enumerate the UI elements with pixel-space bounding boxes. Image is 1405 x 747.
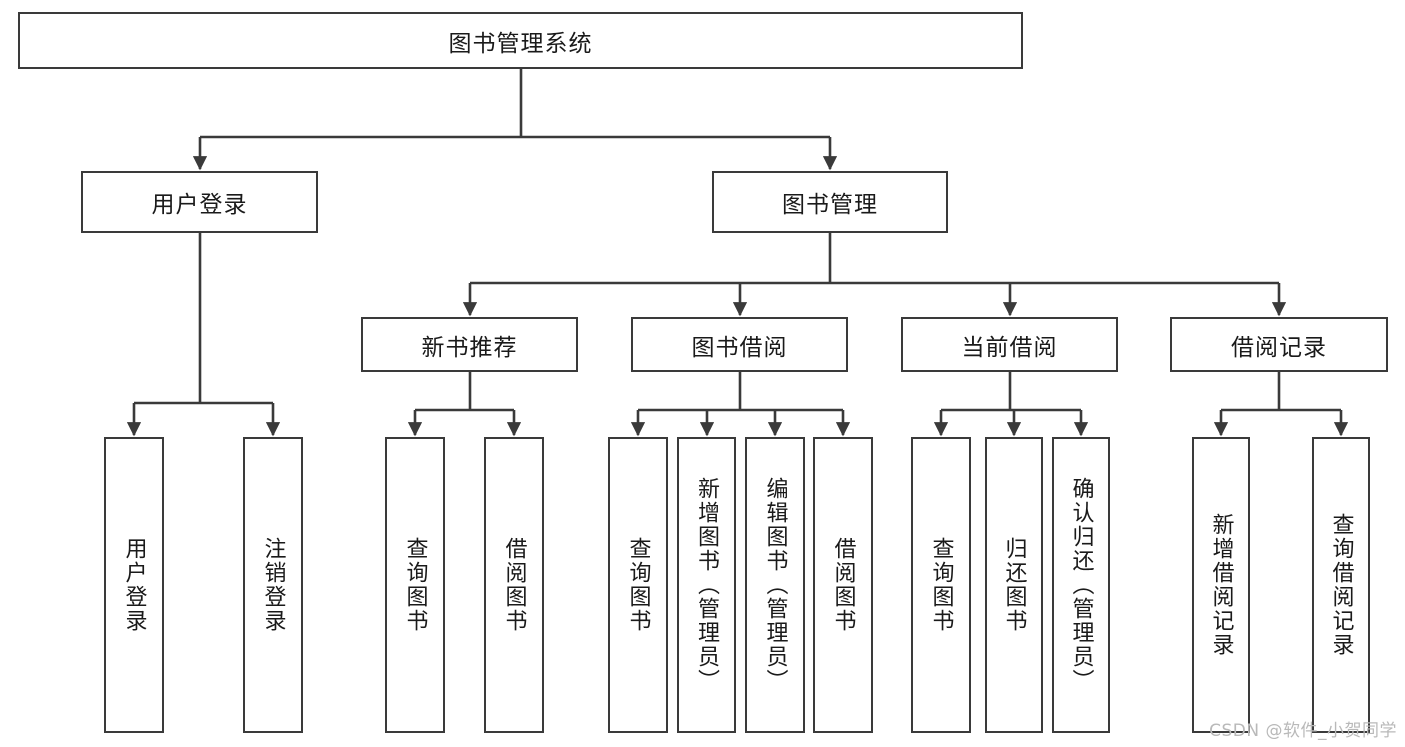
connector-bus-book_manage: [470, 233, 1279, 285]
node-label: 借阅图书: [501, 537, 527, 633]
diagram-node-leaf_add_book[interactable]: 新增图书（管理员）: [677, 437, 736, 733]
node-label: 借阅记录: [1231, 334, 1327, 361]
node-label: 图书管理: [782, 192, 878, 218]
node-label: 新书推荐: [421, 334, 518, 361]
diagram-node-leaf_edit_book[interactable]: 编辑图书（管理员）: [745, 437, 805, 733]
node-label: 图书借阅: [691, 334, 788, 361]
diagram-node-borrow_record[interactable]: 借阅记录: [1170, 317, 1388, 372]
connector-bus-root: [200, 69, 830, 139]
diagram-node-leaf_query_book_b[interactable]: 查询图书: [608, 437, 668, 733]
connector-bus-user_login: [134, 233, 273, 405]
diagram-node-leaf_return_book[interactable]: 归还图书: [985, 437, 1043, 733]
node-label: 查询借阅记录: [1328, 513, 1354, 657]
diagram-node-root[interactable]: 图书管理系统: [18, 12, 1023, 69]
node-label: 新增借阅记录: [1208, 513, 1234, 657]
node-label: 新增图书（管理员）: [694, 477, 720, 693]
connector-bus-book_borrow: [638, 372, 843, 412]
node-label: 借阅图书: [830, 537, 856, 633]
diagram-node-book_borrow[interactable]: 图书借阅: [631, 317, 848, 372]
node-label: 图书管理系统: [448, 30, 593, 57]
node-label: 注销登录: [260, 537, 286, 633]
diagram-node-leaf_logout[interactable]: 注销登录: [243, 437, 303, 733]
connector-bus-new_book_rec: [415, 372, 514, 412]
diagram-node-leaf_borrow_book_rec[interactable]: 借阅图书: [484, 437, 544, 733]
node-label: 查询图书: [928, 537, 954, 633]
node-label: 当前借阅: [961, 334, 1058, 361]
connector-bus-borrow_record: [1221, 372, 1341, 412]
diagram-node-leaf_query_book_rec[interactable]: 查询图书: [385, 437, 445, 733]
diagram-node-leaf_user_login[interactable]: 用户登录: [104, 437, 164, 733]
node-label: 用户登录: [151, 192, 248, 218]
csdn-watermark: CSDN @软件_小贺同学: [1209, 721, 1397, 741]
diagram-node-leaf_query_record[interactable]: 查询借阅记录: [1312, 437, 1370, 733]
diagram-node-leaf_add_record[interactable]: 新增借阅记录: [1192, 437, 1250, 733]
diagram-node-new_book_rec[interactable]: 新书推荐: [361, 317, 578, 372]
node-label: 确认归还（管理员）: [1068, 477, 1094, 693]
node-label: 查询图书: [625, 537, 651, 633]
diagram-node-user_login[interactable]: 用户登录: [81, 171, 318, 233]
connector-bus-current_borrow: [941, 372, 1081, 412]
diagram-node-leaf_confirm_return[interactable]: 确认归还（管理员）: [1052, 437, 1110, 733]
diagram-node-current_borrow[interactable]: 当前借阅: [901, 317, 1118, 372]
node-label: 查询图书: [402, 537, 428, 633]
node-label: 用户登录: [121, 537, 147, 633]
diagram-node-book_manage[interactable]: 图书管理: [712, 171, 948, 233]
diagram-node-leaf_query_book_c[interactable]: 查询图书: [911, 437, 971, 733]
node-label: 编辑图书（管理员）: [762, 477, 788, 693]
node-label: 归还图书: [1001, 537, 1027, 633]
diagram-node-leaf_borrow_book_b[interactable]: 借阅图书: [813, 437, 873, 733]
